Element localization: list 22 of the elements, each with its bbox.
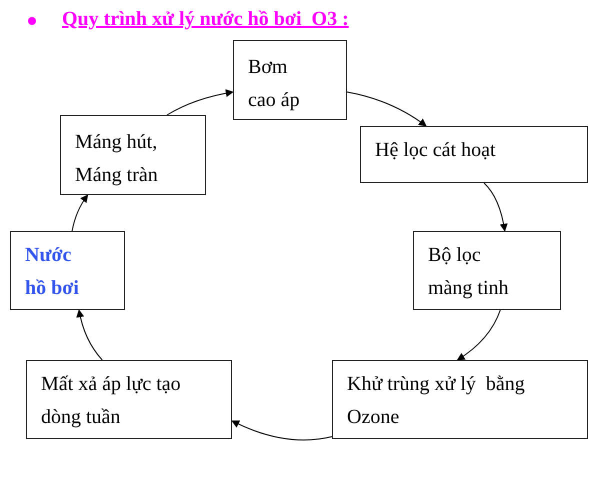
step-label: Bộ lọc màng tinh <box>428 243 510 301</box>
arrow <box>72 194 88 232</box>
step-label: Mất xả áp lực tạo dòng tuần <box>41 372 181 430</box>
arrow <box>346 92 427 126</box>
step-label: Khử trùng xử lý bằng Ozone <box>347 372 526 430</box>
arrow <box>456 310 501 360</box>
process-box <box>233 40 347 120</box>
process-box <box>26 360 232 439</box>
step-label: Bơm cao áp <box>248 55 301 113</box>
arrow <box>166 89 234 116</box>
arrow <box>76 309 103 360</box>
title: Quy trình xử lý nước hồ bơi O3 : <box>62 8 349 31</box>
process-box <box>10 231 125 310</box>
step-label: Máng hút, Máng tràn <box>75 130 159 188</box>
step-label: Nước hồ bơi <box>25 243 80 301</box>
process-box <box>60 115 206 195</box>
arrow <box>484 182 508 232</box>
arrow <box>231 420 332 440</box>
step-label: Hệ lọc cát hoạt <box>375 138 496 163</box>
process-box <box>332 360 588 439</box>
process-box <box>413 231 561 310</box>
process-box <box>360 126 588 183</box>
